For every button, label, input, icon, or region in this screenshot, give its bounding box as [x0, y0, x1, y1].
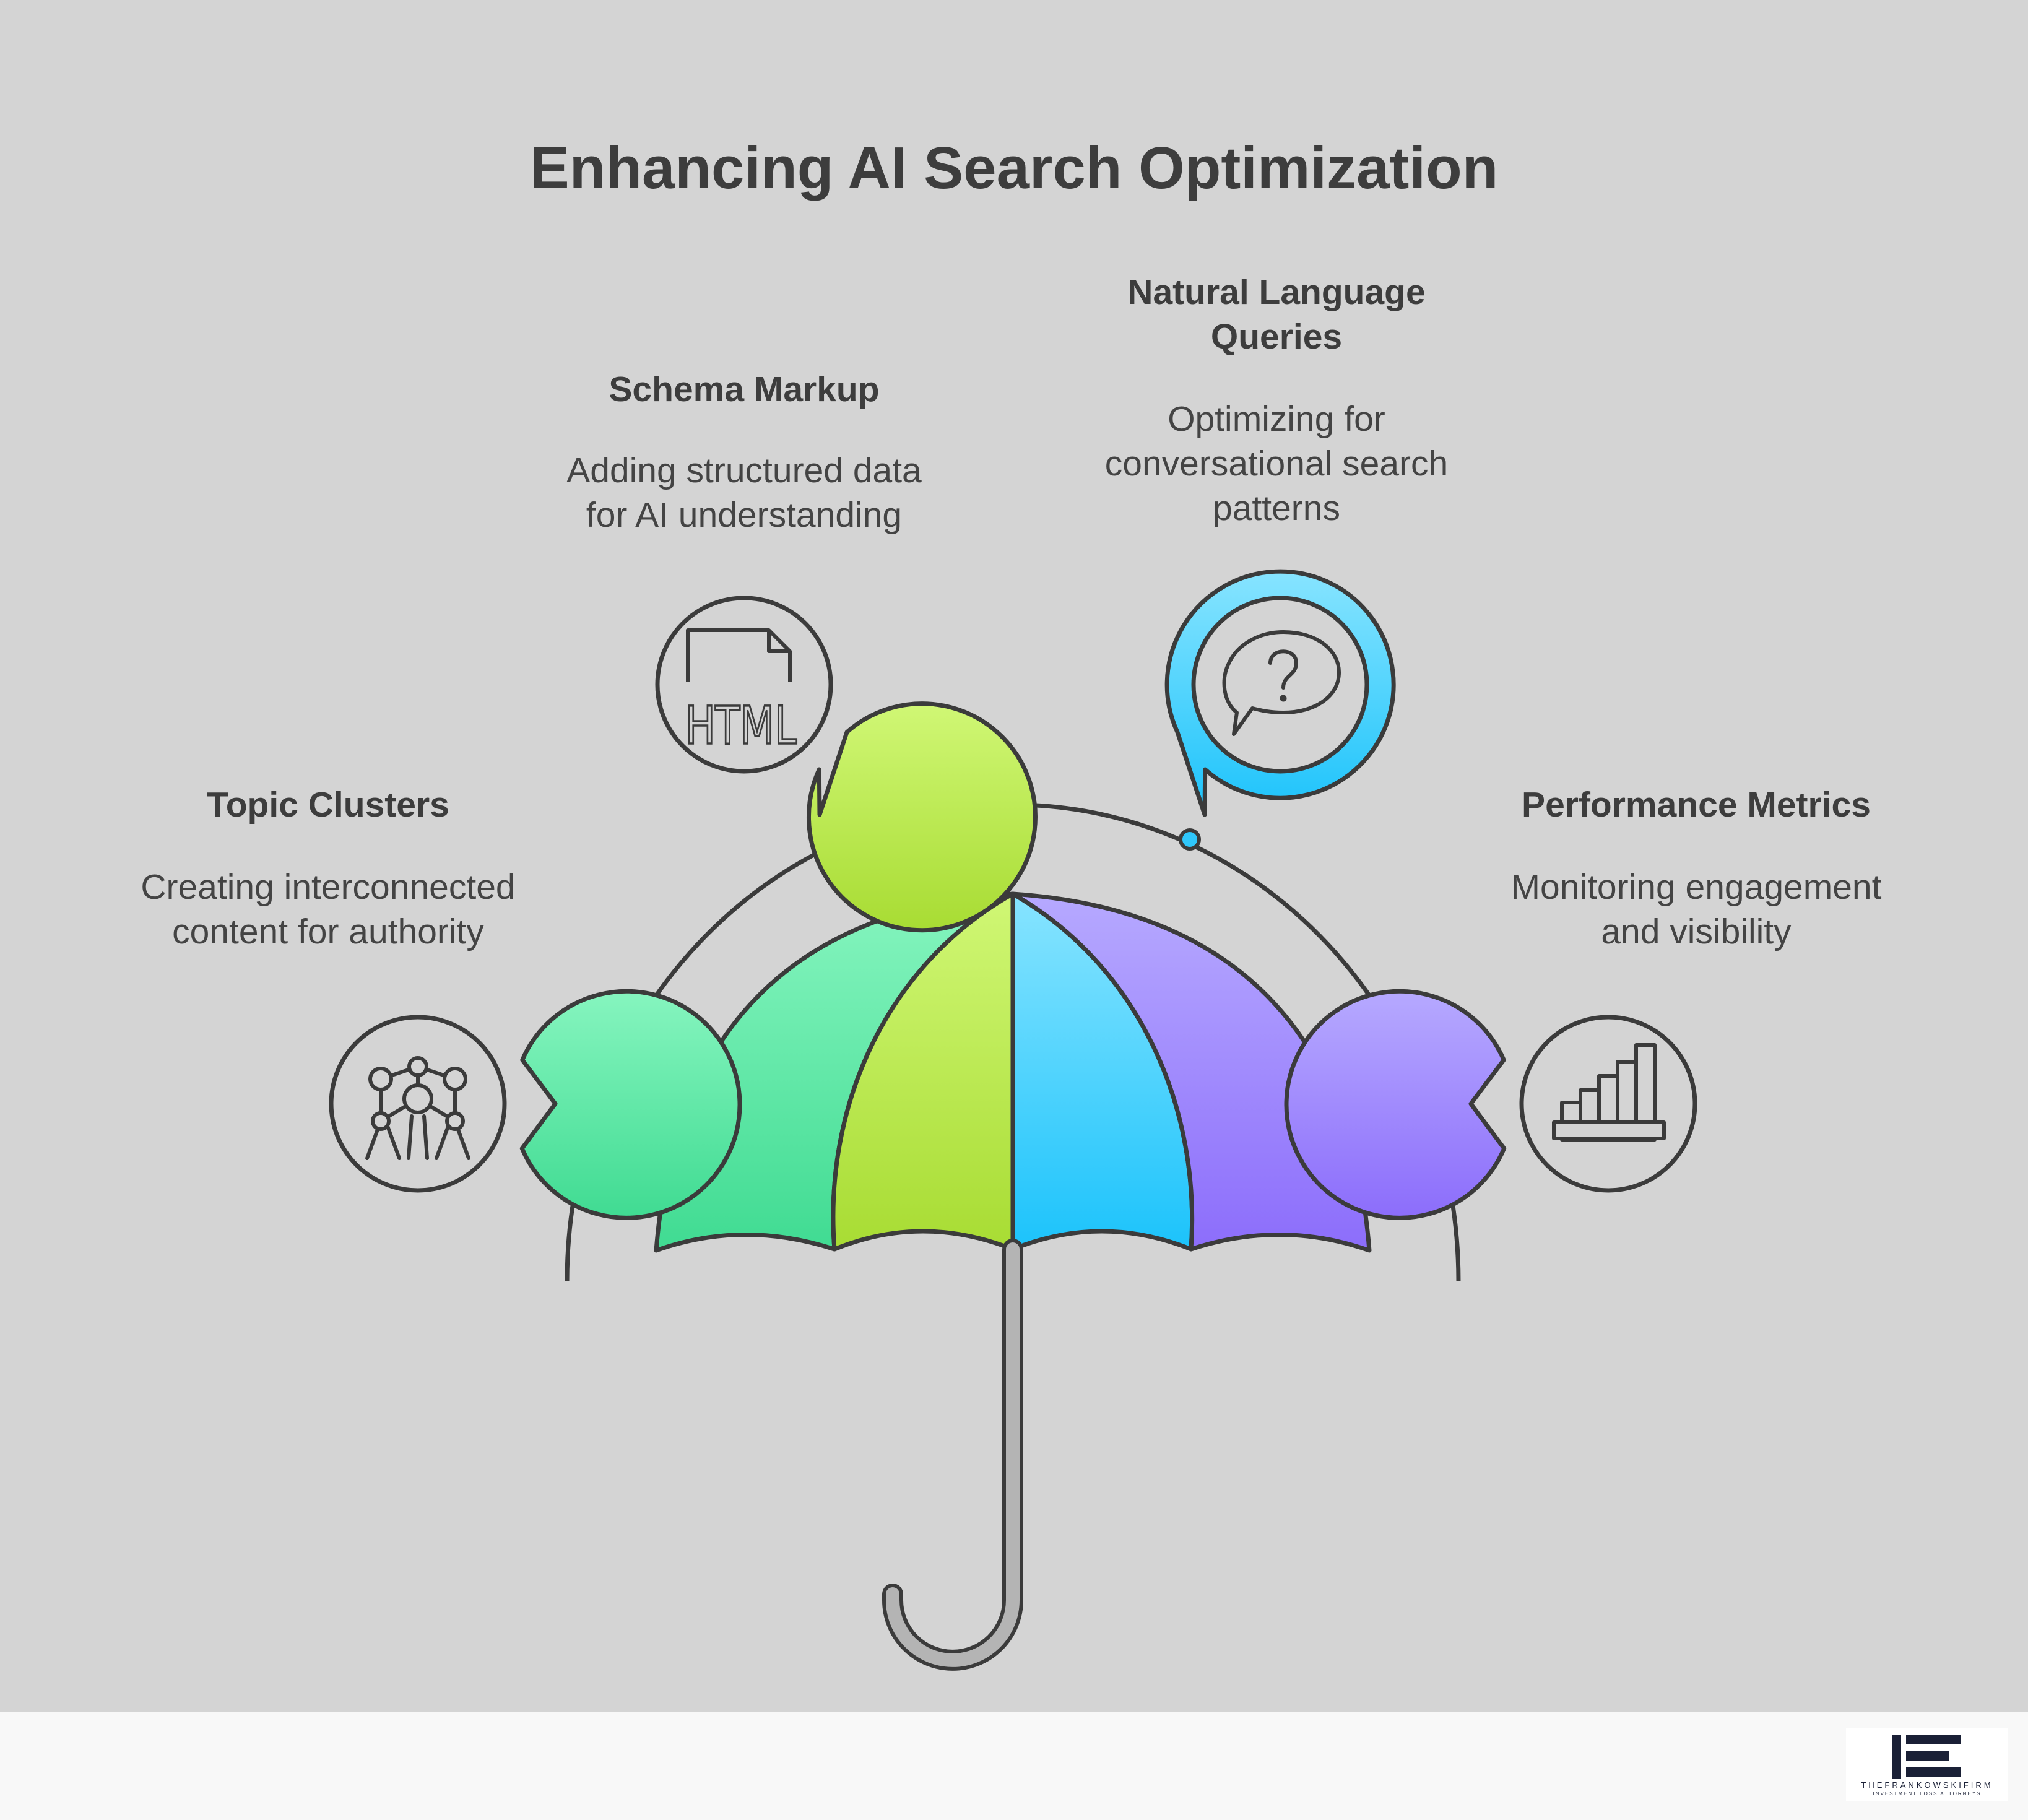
firm-logo-name: THEFRANKOWSKIFIRM [1861, 1780, 1993, 1790]
description-line: Creating interconnected [141, 867, 516, 907]
bar-chart-icon [1552, 1043, 1666, 1142]
heading-line: Queries [1210, 317, 1343, 357]
umbrella-handle [882, 1239, 1023, 1671]
badge-performance-metrics [1284, 989, 1697, 1220]
description-line: patterns [1213, 488, 1340, 528]
description-line: Adding structured data [566, 451, 922, 490]
badge-natural-language-queries [1164, 569, 1396, 817]
natural-language-queries-heading: Natural Language Queries [1091, 270, 1462, 359]
page-title: Enhancing AI Search Optimization [529, 135, 1499, 201]
firm-logo-mark-icon [1892, 1735, 1961, 1779]
connector-dot-nlq [1179, 828, 1201, 851]
performance-metrics-heading: Performance Metrics [1522, 785, 1871, 825]
canopy-panel-lime [831, 891, 1015, 1252]
umbrella-diagram: HTML [329, 569, 1697, 1671]
firm-logo: THEFRANKOWSKIFIRM INVESTMENT LOSS ATTORN… [1846, 1728, 2008, 1801]
canopy-panel-purple [1010, 891, 1372, 1253]
description-line: conversational search [1104, 444, 1449, 483]
description-line: for AI understanding [586, 495, 903, 535]
firm-logo-tagline: INVESTMENT LOSS ATTORNEYS [1873, 1791, 1982, 1796]
description-line: Optimizing for [1168, 399, 1385, 439]
canvas: HTML Enhancing AI Search Optimization To… [0, 0, 2028, 1712]
description-line: content for authority [172, 912, 484, 951]
html-label: HTML [685, 695, 797, 756]
atomium-icon [365, 1056, 470, 1160]
badge-topic-clusters [329, 989, 742, 1220]
heading-line: Natural Language [1127, 272, 1426, 312]
schema-markup-description: Adding structured data for AI understand… [527, 448, 961, 537]
natural-language-queries-description: Optimizing for conversational search pat… [1060, 397, 1493, 531]
umbrella-handle-fill [886, 1242, 1020, 1667]
topic-clusters-heading: Topic Clusters [207, 785, 449, 825]
performance-metrics-description: Monitoring engagement and visibility [1480, 865, 1913, 954]
description-line: Monitoring engagement [1510, 867, 1882, 907]
badge-schema-markup: HTML [655, 596, 1038, 933]
question-bubble-icon [1222, 630, 1341, 736]
schema-markup-heading: Schema Markup [609, 370, 880, 409]
html-file-icon: HTML [684, 628, 798, 757]
topic-clusters-description: Creating interconnected content for auth… [93, 865, 563, 954]
description-line: and visibility [1601, 912, 1792, 951]
umbrella-canopy [654, 891, 1372, 1253]
